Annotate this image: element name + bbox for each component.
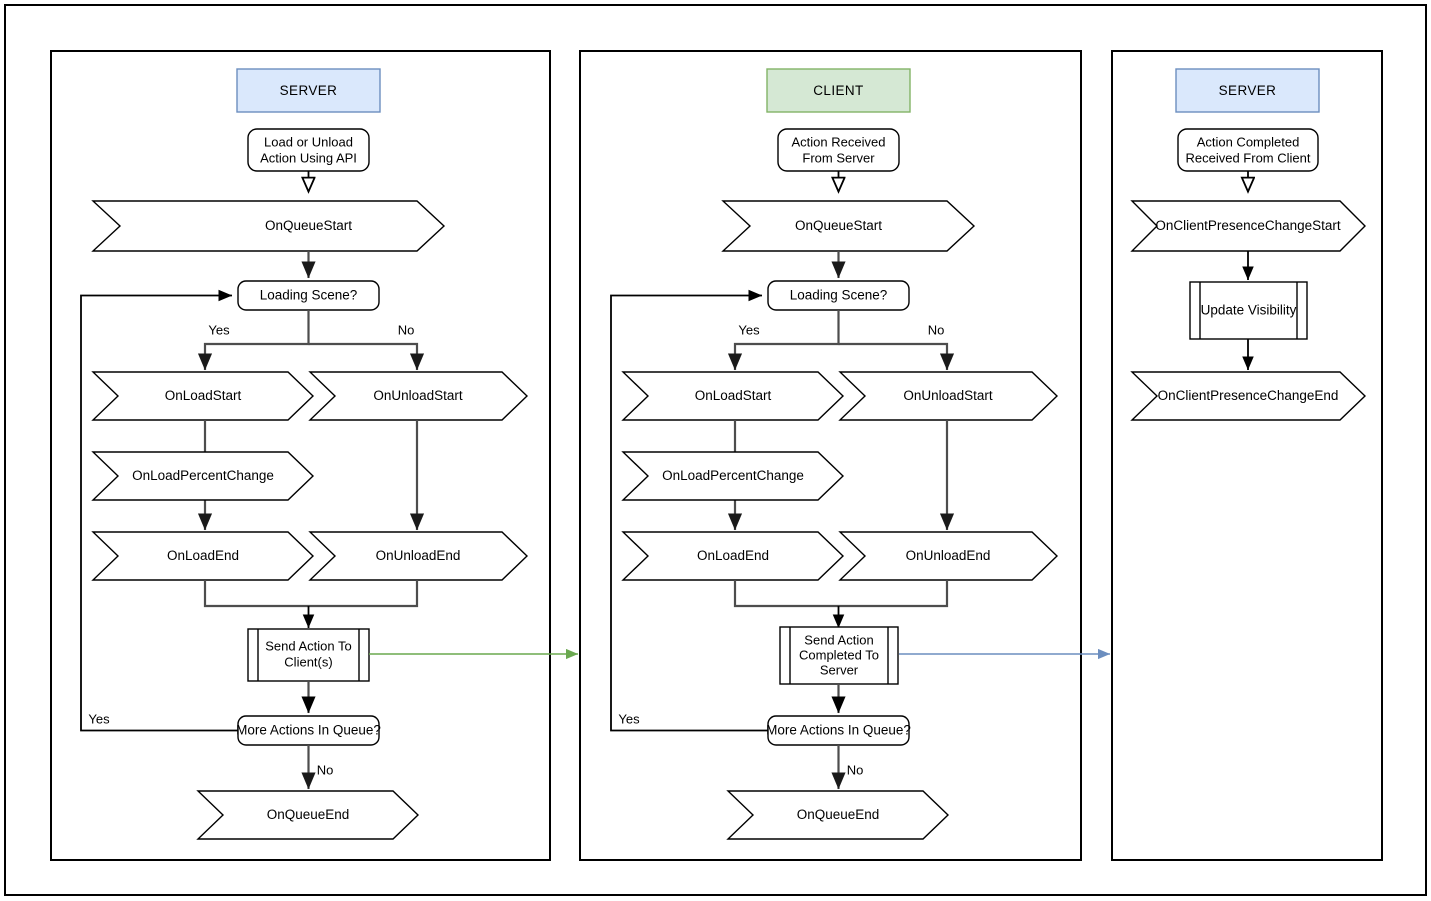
- node-label: OnClientPresenceChangeStart: [1155, 218, 1341, 233]
- node-loadingscene-server-left: Loading Scene?: [237, 280, 380, 311]
- node-label: OnQueueEnd: [797, 807, 880, 822]
- edge-label-yes: Yes: [208, 322, 230, 337]
- node-label-line1: Send Action To: [265, 638, 352, 653]
- node-start-client: Action Received From Server: [777, 128, 900, 172]
- node-onunloadend-client: OnUnloadEnd: [838, 531, 1059, 581]
- node-onloadstart-server-left: OnLoadStart: [91, 371, 315, 421]
- node-start-server-right: Action Completed Received From Client: [1177, 128, 1319, 172]
- node-label: Loading Scene?: [260, 288, 358, 303]
- node-onqueuestart-server-left: OnQueueStart: [91, 200, 446, 252]
- node-onunloadstart-server-left: OnUnloadStart: [308, 371, 529, 421]
- node-start-line1: Load or Unload: [264, 134, 353, 149]
- lane-header-label: SERVER: [280, 83, 338, 98]
- lane-header-label: CLIENT: [813, 83, 863, 98]
- node-label: OnQueueStart: [265, 218, 352, 233]
- node-label-line1: Send Action: [804, 632, 873, 647]
- edge-loading-yes: [197, 310, 310, 371]
- node-start-line2: Received From Client: [1186, 150, 1311, 165]
- node-label: More Actions In Queue?: [236, 723, 381, 738]
- node-label: OnQueueEnd: [267, 807, 350, 822]
- node-label: More Actions In Queue?: [766, 723, 911, 738]
- edge-loading-yes: [727, 310, 840, 371]
- lane-box-server-right: [1111, 50, 1383, 861]
- node-moreactions-client: More Actions In Queue?: [766, 715, 911, 746]
- node-label: OnUnloadEnd: [906, 548, 991, 563]
- edge-label-exit-no: No: [847, 762, 864, 777]
- node-updatevisibility: Update Visibility: [1189, 281, 1308, 340]
- lane-header-client: CLIENT: [766, 68, 911, 113]
- node-label-line3: Server: [820, 662, 859, 677]
- edge-label-no: No: [928, 322, 945, 337]
- node-onloadend-server-left: OnLoadEnd: [91, 531, 315, 581]
- edge-loop-yes: [80, 289, 238, 732]
- edge-label-loop-yes: Yes: [88, 711, 110, 726]
- node-onloadpercentchange-client: OnLoadPercentChange: [621, 451, 845, 501]
- node-onqueuestart-client: OnQueueStart: [721, 200, 976, 252]
- lane-box-client: [579, 50, 1082, 861]
- edge-loading-no: [308, 342, 425, 371]
- node-label: Update Visibility: [1201, 303, 1297, 318]
- node-loadingscene-client: Loading Scene?: [767, 280, 910, 311]
- edge-merge-bracket: [203, 580, 419, 608]
- node-onunloadstart-client: OnUnloadStart: [838, 371, 1059, 421]
- node-start-line2: Action Using API: [260, 150, 357, 165]
- node-label: OnLoadEnd: [167, 548, 239, 563]
- node-onunloadend-server-left: OnUnloadEnd: [308, 531, 529, 581]
- node-onclientpresencechangeend: OnClientPresenceChangeEnd: [1130, 371, 1367, 421]
- node-onloadstart-client: OnLoadStart: [621, 371, 845, 421]
- edge-label-no: No: [398, 322, 415, 337]
- node-onclientpresencechangestart: OnClientPresenceChangeStart: [1130, 200, 1366, 252]
- edge-label-exit-no: No: [317, 762, 334, 777]
- node-label: OnUnloadEnd: [376, 548, 461, 563]
- edge-merge-bracket: [733, 580, 949, 608]
- edge-loop-yes: [610, 289, 768, 732]
- node-label: OnClientPresenceChangeEnd: [1158, 388, 1339, 403]
- edge-label-loop-yes: Yes: [618, 711, 640, 726]
- node-label-line2: Completed To: [799, 647, 879, 662]
- node-label: OnUnloadStart: [373, 388, 463, 403]
- node-start-server-left: Load or Unload Action Using API: [247, 128, 370, 172]
- lane-header-label: SERVER: [1219, 83, 1277, 98]
- node-label: OnLoadStart: [695, 388, 772, 403]
- node-onqueueend-client: OnQueueEnd: [726, 790, 950, 840]
- node-start-line1: Action Completed: [1197, 134, 1300, 149]
- node-label: OnLoadPercentChange: [662, 468, 804, 483]
- lane-header-server-left: SERVER: [236, 68, 381, 113]
- node-label: OnLoadPercentChange: [132, 468, 274, 483]
- node-label: Loading Scene?: [790, 288, 888, 303]
- node-start-line2: From Server: [802, 150, 875, 165]
- node-sendaction-client: Send Action Completed To Server: [779, 626, 899, 685]
- edge-label-yes: Yes: [738, 322, 760, 337]
- node-label-line2: Client(s): [284, 654, 332, 669]
- page-border: [4, 4, 1427, 896]
- node-label: OnLoadEnd: [697, 548, 769, 563]
- node-onloadpercentchange-server-left: OnLoadPercentChange: [91, 451, 315, 501]
- node-onqueueend-server-left: OnQueueEnd: [196, 790, 420, 840]
- node-onloadend-client: OnLoadEnd: [621, 531, 845, 581]
- lane-box-server-left: [50, 50, 551, 861]
- node-sendaction-server-left: Send Action To Client(s): [247, 628, 370, 682]
- lane-header-server-right: SERVER: [1175, 68, 1320, 113]
- edge-loading-no: [838, 342, 955, 371]
- node-moreactions-server-left: More Actions In Queue?: [236, 715, 381, 746]
- node-label: OnQueueStart: [795, 218, 882, 233]
- node-start-line1: Action Received: [792, 134, 886, 149]
- node-label: OnUnloadStart: [903, 388, 993, 403]
- node-label: OnLoadStart: [165, 388, 242, 403]
